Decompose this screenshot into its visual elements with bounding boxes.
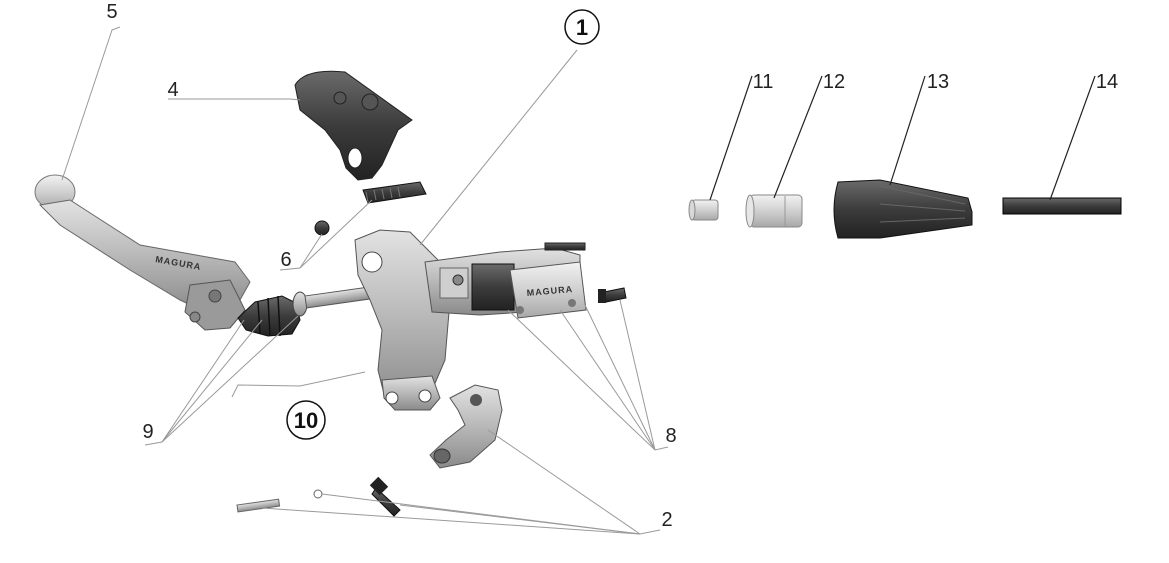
callout-5: 5 xyxy=(106,1,117,23)
callout-10: 10 xyxy=(294,408,318,433)
cover-plate-part xyxy=(294,70,413,181)
callout-10-circle xyxy=(286,400,326,440)
callout-12: 12 xyxy=(823,71,845,93)
callout-2: 2 xyxy=(661,509,672,531)
leader-lines xyxy=(61,26,1096,535)
callout-13: 13 xyxy=(927,71,949,93)
callout-1: 1 xyxy=(576,15,588,40)
cap-screw-part xyxy=(598,287,627,303)
callout-8: 8 xyxy=(665,425,676,447)
callout-4: 4 xyxy=(167,79,178,101)
sleeve-part xyxy=(688,199,719,221)
callout-14: 14 xyxy=(1096,71,1118,93)
clamp-bolt-part xyxy=(236,476,401,517)
callout-1-circle xyxy=(564,9,600,45)
nut-bolt-part xyxy=(314,181,427,236)
lever-part: MAGURA xyxy=(34,174,251,331)
callout-9: 9 xyxy=(142,421,153,443)
hose-boot-part xyxy=(833,179,973,239)
ferrule-part xyxy=(745,194,803,228)
callout-labels: 1 10 5 4 6 9 8 2 11 12 13 14 xyxy=(106,1,1118,531)
hose-part xyxy=(1002,197,1122,215)
boot-pushrod-part xyxy=(237,284,382,337)
callout-11: 11 xyxy=(753,71,774,93)
clamp-part xyxy=(429,384,503,469)
master-cylinder-body: MAGURA xyxy=(354,229,587,411)
callout-6: 6 xyxy=(280,249,291,271)
reservoir-brand-text: MAGURA xyxy=(526,284,573,298)
